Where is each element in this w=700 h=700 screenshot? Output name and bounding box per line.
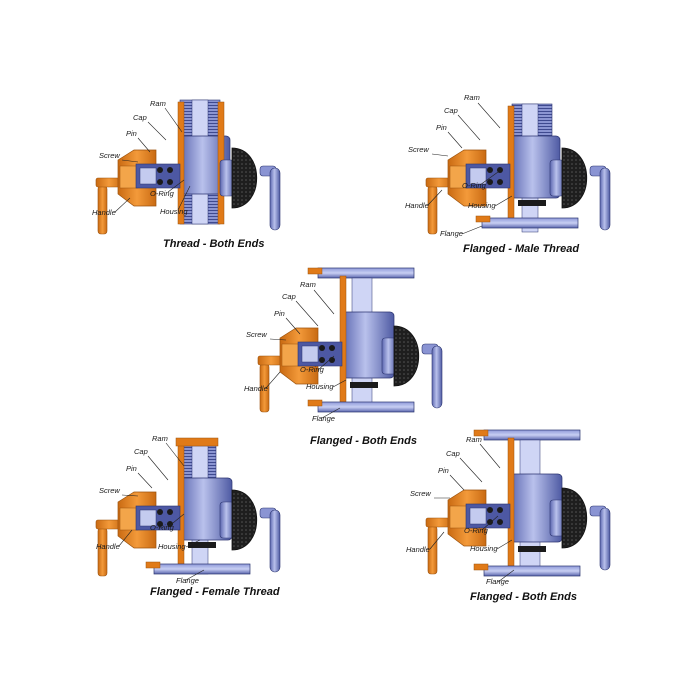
label-ram: Ram — [466, 435, 482, 444]
caption-flanged-male-thread: Flanged - Male Thread — [463, 243, 579, 255]
label-o-ring: O-Ring — [462, 181, 487, 190]
diagram-flanged-female-thread — [95, 437, 281, 577]
label-housing: Housing — [468, 201, 496, 210]
labels-flanged-both-ends-center: Ram Cap Pin Screw O-Ring Handle Housing … — [244, 280, 417, 447]
labels-flanged-female-thread: Ram Cap Pin Screw O-Ring Handle Housing … — [96, 434, 280, 598]
flange-bottom — [153, 563, 251, 575]
label-screw: Screw — [410, 489, 431, 498]
label-housing: Housing — [160, 207, 188, 216]
flange-bottom — [317, 401, 415, 413]
label-o-ring: O-Ring — [150, 523, 175, 532]
label-ram: Ram — [300, 280, 316, 289]
label-handle: Handle — [405, 201, 429, 210]
label-handle: Handle — [92, 208, 116, 217]
label-pin: Pin — [274, 309, 285, 318]
diagram-flanged-both-ends-center — [257, 267, 443, 413]
label-o-ring: O-Ring — [150, 189, 175, 198]
label-flange: Flange — [312, 414, 335, 423]
label-flange: Flange — [176, 576, 199, 585]
label-handle: Handle — [406, 545, 430, 554]
label-screw: Screw — [246, 330, 267, 339]
label-flange: Flange — [486, 577, 509, 586]
caption-flanged-both-ends-right: Flanged - Both Ends — [470, 591, 577, 603]
label-screw: Screw — [99, 486, 120, 495]
labels-thread-both-ends: Ram Cap Pin Screw O-Ring Handle Housing … — [92, 99, 264, 250]
caption-flanged-both-ends-center: Flanged - Both Ends — [310, 435, 417, 447]
label-cap: Cap — [133, 113, 147, 122]
label-pin: Pin — [436, 123, 447, 132]
label-pin: Pin — [126, 464, 137, 473]
diagram-thread-both-ends — [95, 99, 281, 235]
labels-flanged-both-ends-right: Ram Cap Pin Screw O-Ring Handle Housing … — [406, 435, 577, 603]
label-o-ring: O-Ring — [464, 526, 489, 535]
label-ram: Ram — [464, 93, 480, 102]
label-pin: Pin — [126, 129, 137, 138]
flange-top — [483, 429, 581, 441]
label-ram: Ram — [150, 99, 166, 108]
label-o-ring: O-Ring — [300, 365, 325, 374]
label-housing: Housing — [306, 382, 334, 391]
flange-bottom — [483, 565, 581, 577]
label-cap: Cap — [134, 447, 148, 456]
diagram-flanged-male-thread — [425, 103, 611, 235]
flange-top — [317, 267, 415, 279]
label-screw: Screw — [99, 151, 120, 160]
label-housing: Housing — [158, 542, 186, 551]
diagram-flanged-both-ends-right — [425, 429, 611, 577]
caption-flanged-female-thread: Flanged - Female Thread — [150, 586, 280, 598]
caption-thread-both-ends: Thread - Both Ends — [163, 238, 264, 250]
label-handle: Handle — [96, 542, 120, 551]
label-ram: Ram — [152, 434, 168, 443]
label-cap: Cap — [444, 106, 458, 115]
flange-bottom — [481, 217, 579, 229]
label-flange: Flange — [440, 229, 463, 238]
label-handle: Handle — [244, 384, 268, 393]
label-cap: Cap — [282, 292, 296, 301]
label-cap: Cap — [446, 449, 460, 458]
labels-flanged-male-thread: Ram Cap Pin Screw O-Ring Handle Housing … — [405, 93, 579, 255]
label-pin: Pin — [438, 466, 449, 475]
label-housing: Housing — [470, 544, 498, 553]
label-screw: Screw — [408, 145, 429, 154]
